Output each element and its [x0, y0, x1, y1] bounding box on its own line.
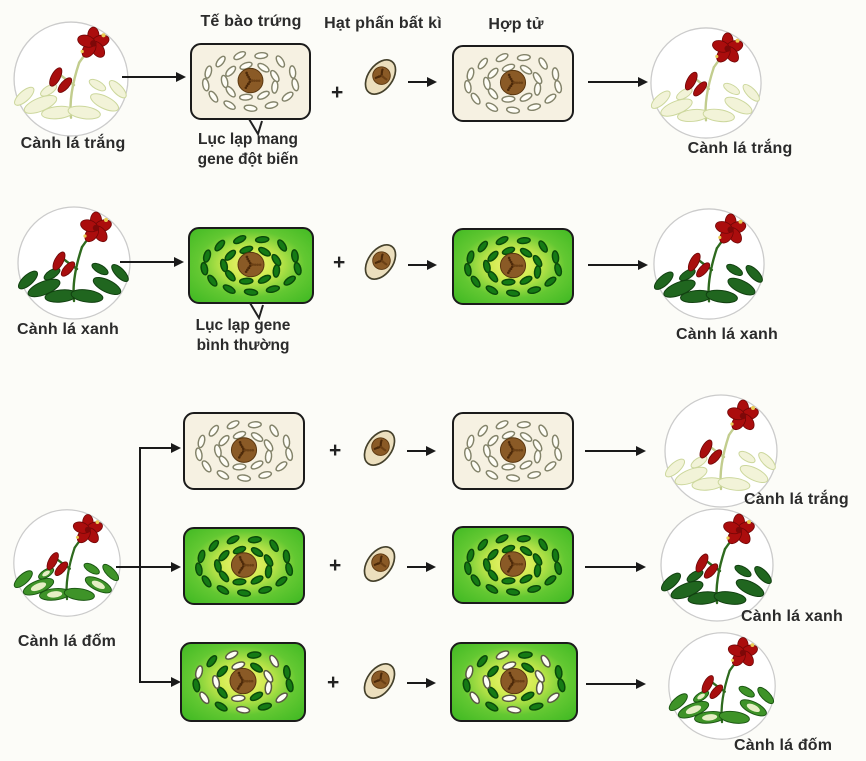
- zygote-mixed-spotted: [450, 642, 578, 722]
- header-any-pollen: Hạt phấn bất kì: [324, 15, 442, 32]
- plant-green-branch-offspring: [648, 205, 770, 323]
- annotation-mutant-line2: gene đột biến: [197, 151, 299, 168]
- arrow-row2-left: [120, 256, 184, 267]
- zygote-mutant: [452, 45, 574, 122]
- arrow-branch3-mid: [407, 677, 436, 688]
- annotation-normal-line2: bình thường: [196, 337, 290, 354]
- plant-offspring-green-bottom: [656, 505, 778, 625]
- arrow-row1-left: [122, 71, 186, 82]
- header-zygote: Hợp tử: [488, 16, 544, 33]
- label-offspring-white: Cành lá trắng: [687, 140, 793, 157]
- arrow-branch-middle: [116, 561, 181, 572]
- arrow-row1-right: [588, 76, 648, 87]
- plus-branch2: +: [329, 554, 342, 577]
- plant-white-branch-parent: [8, 18, 134, 140]
- label-parent-white: Cành lá trắng: [20, 135, 126, 152]
- egg-cell-mixed-spotted: [180, 642, 306, 722]
- egg-cell-mutant: [190, 43, 311, 120]
- arrow-branch1-mid: [407, 445, 436, 456]
- plus-branch3: +: [327, 671, 340, 694]
- arrow-branch1-right: [585, 445, 646, 456]
- label-offspring-spotted-bottom: Cành lá đốm: [734, 737, 833, 754]
- arrow-row1-mid: [408, 76, 437, 87]
- plus-row1: +: [331, 81, 344, 104]
- label-parent-green: Cành lá xanh: [17, 321, 119, 338]
- arrow-row2-mid: [408, 259, 437, 270]
- label-parent-spotted: Cành lá đốm: [17, 633, 117, 650]
- arrow-branch2-right: [585, 561, 646, 572]
- plant-offspring-white-bottom: [660, 391, 782, 511]
- pollen-grain-row2: [357, 236, 404, 288]
- annotation-normal-line1: Lục lạp gene: [195, 317, 291, 334]
- pointer-v-row2: [248, 302, 270, 320]
- egg-cell-mutant-spotted: [183, 412, 305, 490]
- plant-offspring-spotted-bottom: [664, 629, 780, 743]
- arrow-row2-right: [588, 259, 648, 270]
- pollen-grain-branch1: [356, 422, 403, 474]
- label-offspring-green: Cành lá xanh: [676, 326, 778, 343]
- zygote-normal: [452, 228, 574, 305]
- pollen-grain-branch2: [356, 538, 403, 590]
- plus-row2: +: [333, 251, 346, 274]
- label-offspring-white-bottom: Cành lá trắng: [744, 491, 849, 508]
- plant-green-branch-parent: [12, 203, 136, 323]
- arrow-branch3-right: [586, 678, 646, 689]
- plus-branch1: +: [329, 439, 342, 462]
- arrow-branch-top: [139, 442, 181, 453]
- plant-white-branch-offspring: [645, 24, 767, 142]
- annotation-mutant-line1: Lục lạp mang: [198, 131, 298, 148]
- header-egg-cell: Tế bào trứng: [200, 13, 302, 30]
- plant-spotted-branch-parent: [10, 506, 124, 620]
- egg-cell-normal: [188, 227, 314, 304]
- arrow-branch-bottom: [139, 676, 181, 687]
- zygote-mutant-spotted: [452, 412, 574, 490]
- zygote-normal-spotted: [452, 526, 574, 604]
- pollen-grain-row1: [357, 51, 404, 103]
- arrow-branch2-mid: [407, 561, 436, 572]
- pollen-grain-branch3: [356, 655, 403, 707]
- branch-connector-vertical: [139, 448, 141, 683]
- label-offspring-green-bottom: Cành lá xanh: [741, 608, 843, 625]
- pointer-v-row1: [247, 118, 269, 136]
- egg-cell-normal-spotted: [183, 527, 305, 605]
